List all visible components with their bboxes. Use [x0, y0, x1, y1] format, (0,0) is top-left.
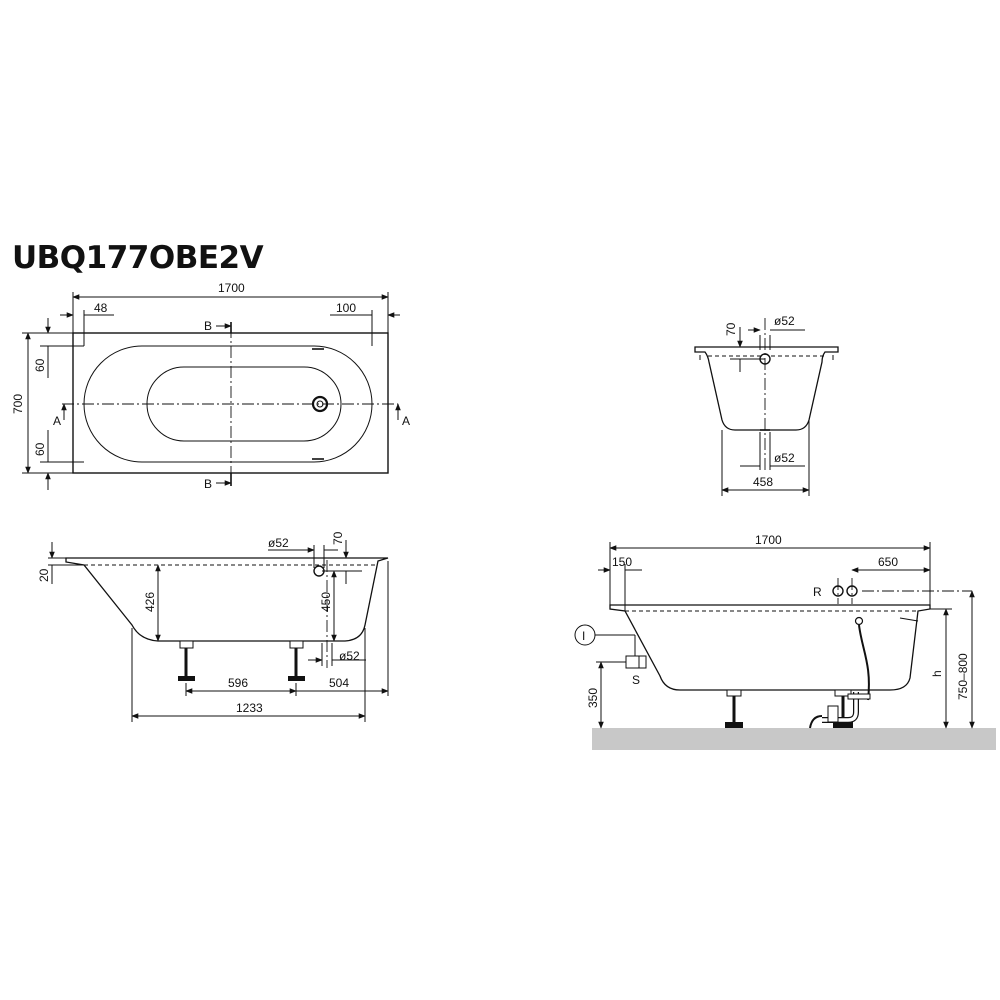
dim-bottom-width: 458: [753, 475, 773, 489]
dim-overflow-dia: ø52: [268, 536, 289, 550]
dim-total-height: 750–800: [956, 653, 970, 700]
top-view: B B A A 1700 48 100 700 60: [11, 281, 410, 491]
drain-chain-anchor: [854, 616, 864, 626]
side-tub-body: [65, 557, 389, 642]
label-h: h: [930, 670, 944, 677]
install-tub-body: [609, 604, 931, 691]
dim-overall-length: 1700: [218, 281, 245, 295]
waste-trap-icon: [809, 689, 871, 729]
install-foot: [725, 689, 743, 728]
dim-foot-span: 596: [228, 676, 248, 690]
foot-left: [178, 640, 195, 681]
dim-overflow-height: 450: [319, 592, 333, 612]
dim-rim-top: 60: [33, 358, 47, 372]
dim-depth: 426: [143, 592, 157, 612]
foot-right: [288, 640, 305, 681]
model-title: UBQ177OBE2V: [12, 240, 264, 276]
label-i: I: [582, 629, 585, 643]
dim-install-left: 150: [612, 555, 632, 569]
dim-end-rim: 70: [724, 322, 738, 336]
dim-drain-dia: ø52: [774, 451, 795, 465]
dim-rim-bottom: 60: [33, 442, 47, 456]
dim-supply-height: 350: [586, 688, 600, 708]
dim-overflow-dia: ø52: [774, 314, 795, 328]
dim-rim-height: 20: [37, 568, 51, 582]
floor: [592, 728, 996, 750]
dim-install-length: 1700: [755, 533, 782, 547]
dim-width: 700: [11, 394, 25, 414]
dim-base-length: 1233: [236, 701, 263, 715]
dim-right-offset: 100: [336, 301, 356, 315]
dim-valve-offset: 650: [878, 555, 898, 569]
side-view: 20 426 ø52 70 450 ø52 596 504: [37, 531, 389, 722]
dim-left-offset: 48: [94, 301, 108, 315]
tub-outline: [72, 332, 389, 474]
section-b-bottom: B: [204, 477, 212, 491]
section-a-left: A: [53, 414, 61, 428]
supply-box-icon: [625, 655, 647, 669]
end-section-view: 70 ø52 ø52 458: [694, 314, 839, 496]
dim-overflow-rim: 70: [331, 531, 345, 545]
dim-drain-dia: ø52: [339, 649, 360, 663]
label-s: S: [632, 673, 640, 687]
label-r: R: [813, 585, 822, 599]
installation-view: R 1700 150 650 I S 350 h 750–800: [574, 533, 996, 750]
section-a-right: A: [402, 414, 410, 428]
section-b-top: B: [204, 319, 212, 333]
dim-foot-offset: 504: [329, 676, 349, 690]
